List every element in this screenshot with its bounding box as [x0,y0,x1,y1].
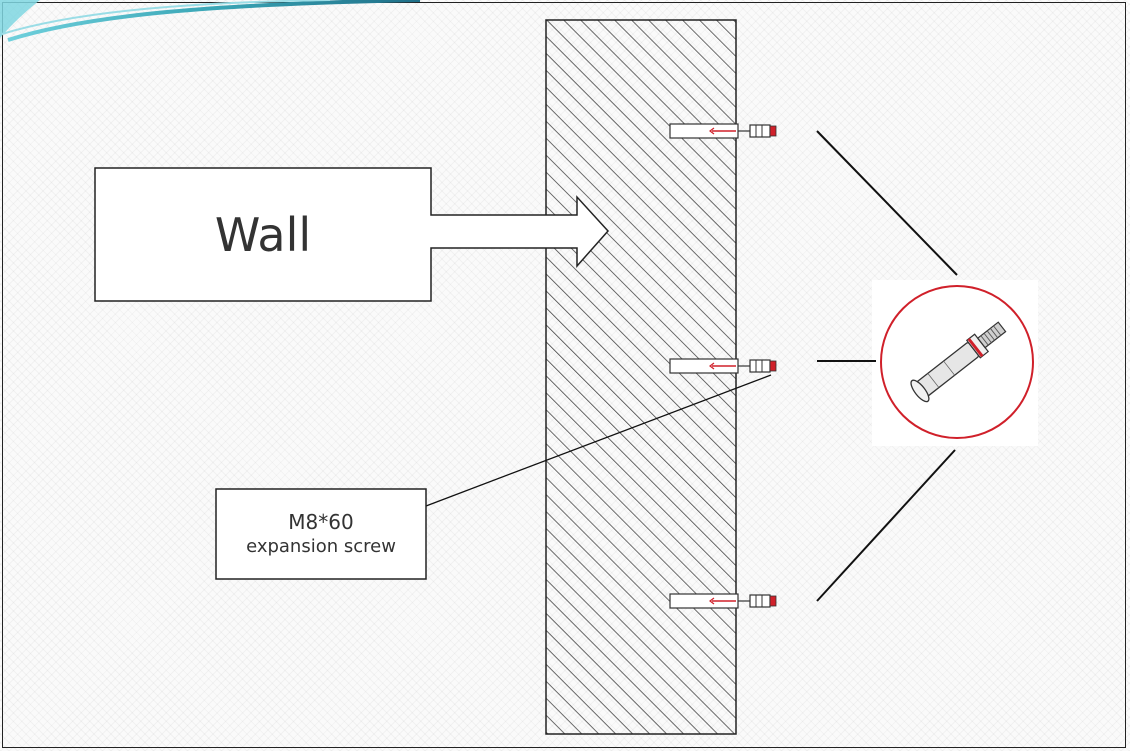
leader-line-bottom [816,449,956,602]
wall-arrow [94,167,610,302]
anchor-detail-magnifier [880,285,1034,439]
wall-anchor [669,123,777,139]
callout-leader-line [425,374,772,507]
wall-section [545,19,737,735]
screw-model-text: M8*60 [288,510,354,534]
screw-callout-box [215,488,427,580]
screw-callout: M8*60 expansion screw [216,489,426,579]
wall-anchor [669,358,777,374]
corner-swoosh-decoration [0,0,421,42]
wall-label: Wall [214,208,312,262]
wall-anchor [669,593,777,609]
expansion-bolt-icon [910,321,1007,403]
leader-line-top [816,130,958,276]
screw-description-text: expansion screw [246,536,396,557]
